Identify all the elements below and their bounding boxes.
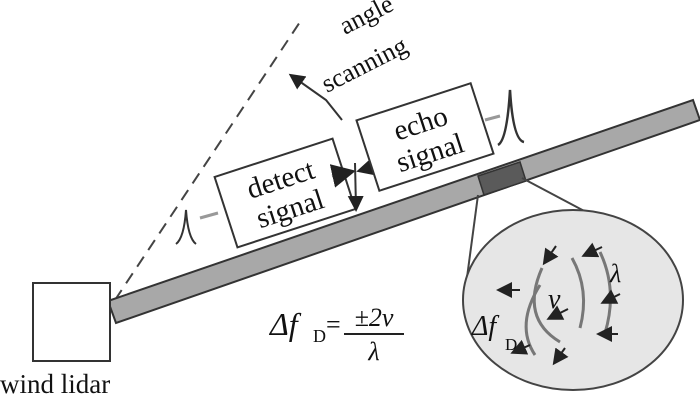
echo-connector [484,114,501,122]
inset-delta-f: Δf [471,311,499,342]
echo-signal-box [355,82,495,192]
scan-angle-dashed-line [114,21,301,301]
inset-wavelength: λ [609,259,621,288]
scanning-label: scanning [317,31,413,99]
formula-denominator: λ [367,337,379,366]
zoom-inset-circle [462,209,684,391]
scan-arrow [288,73,343,121]
angle-label: angle [335,0,398,40]
wavefronts [524,251,612,356]
inset-subscript: D [505,335,517,354]
detect-connector [199,211,219,220]
laser-beam [106,98,700,325]
doppler-formula: Δf D = ±2v λ [268,303,404,366]
detect-pulse-icon [175,209,197,245]
formula-equals: = [326,310,341,339]
wind-lidar-label: wind lidar [0,369,110,399]
formula-subscript: D [313,326,326,346]
echo-pulse-icon [497,89,525,147]
inset-velocity: v [548,284,561,315]
wind-lidar-box [32,282,111,362]
formula-delta-f: Δf [268,306,302,342]
detect-to-echo-arrow [329,164,356,188]
formula-numerator: ±2v [355,303,394,332]
wind-arrows [496,242,621,366]
beam-arrow [347,162,364,212]
